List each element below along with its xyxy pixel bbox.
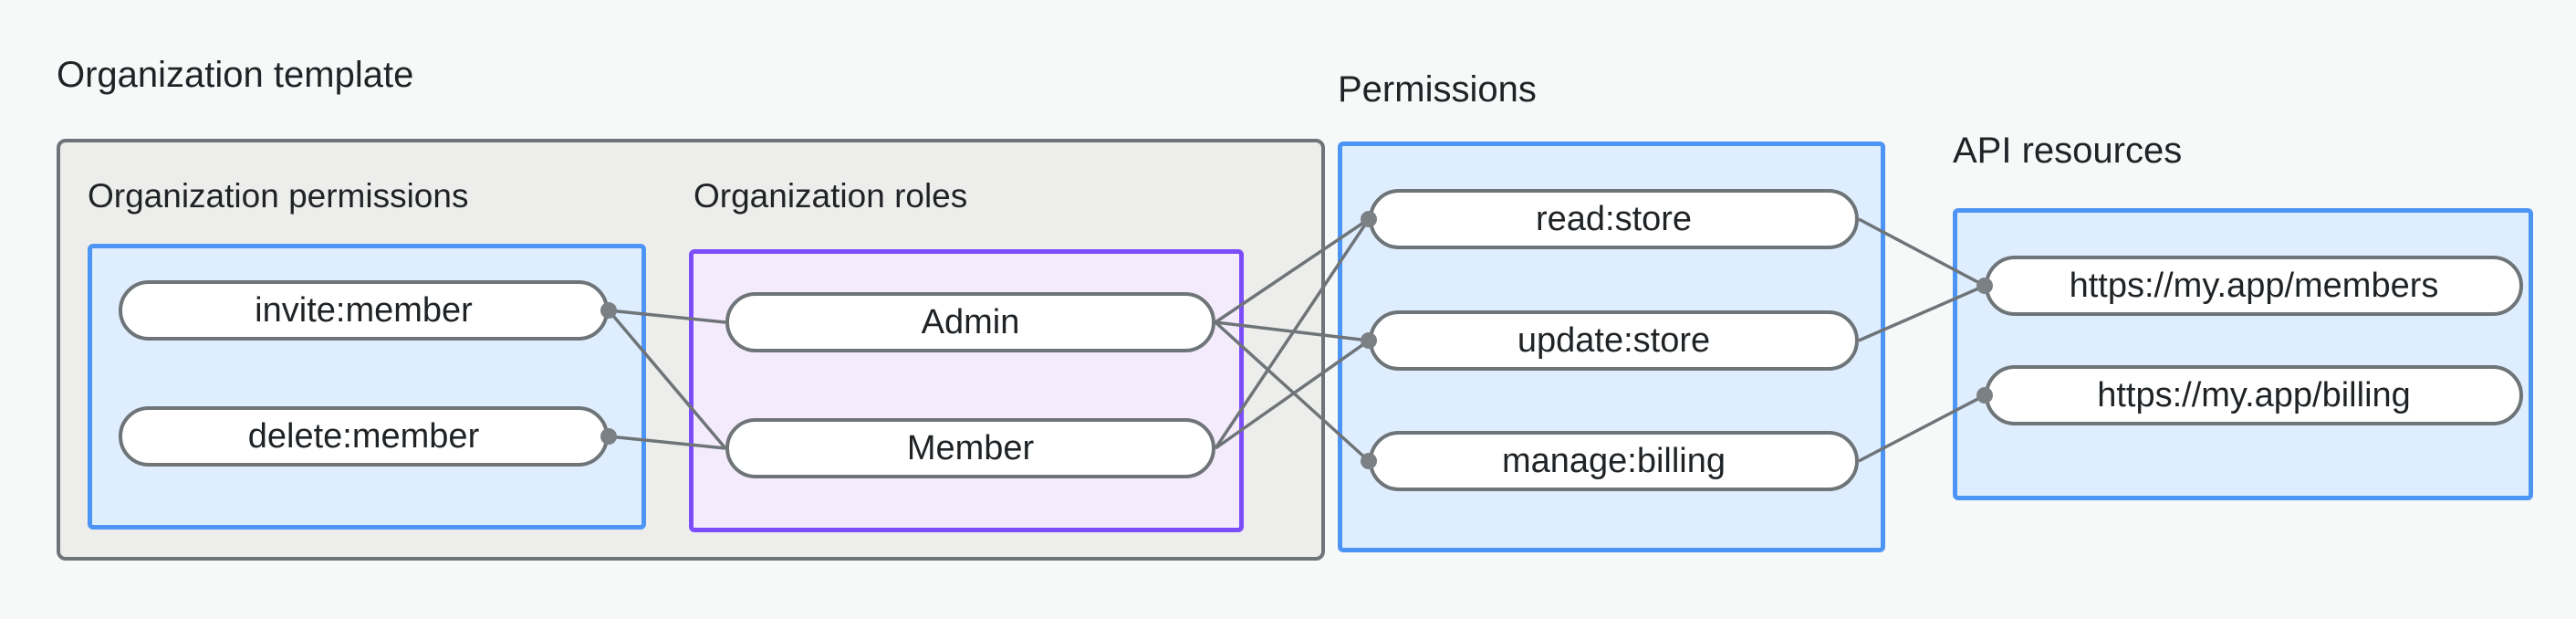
permissions-title: Permissions — [1338, 69, 1537, 110]
node-manage-billing[interactable]: manage:billing — [1369, 431, 1859, 491]
node-update-store[interactable]: update:store — [1369, 310, 1859, 371]
organization-roles-label: Organization roles — [694, 177, 968, 215]
node-admin[interactable]: Admin — [725, 292, 1215, 352]
api-resources-box — [1953, 208, 2533, 500]
organization-permissions-label: Organization permissions — [88, 177, 469, 215]
node-billing-url[interactable]: https://my.app/billing — [1985, 365, 2523, 425]
node-members-url[interactable]: https://my.app/members — [1985, 256, 2523, 316]
node-delete-member[interactable]: delete:member — [119, 406, 609, 467]
api-resources-title: API resources — [1953, 131, 2183, 171]
organization-template-title: Organization template — [57, 55, 414, 95]
node-invite-member[interactable]: invite:member — [119, 280, 609, 341]
node-member[interactable]: Member — [725, 418, 1215, 478]
node-read-store[interactable]: read:store — [1369, 189, 1859, 249]
